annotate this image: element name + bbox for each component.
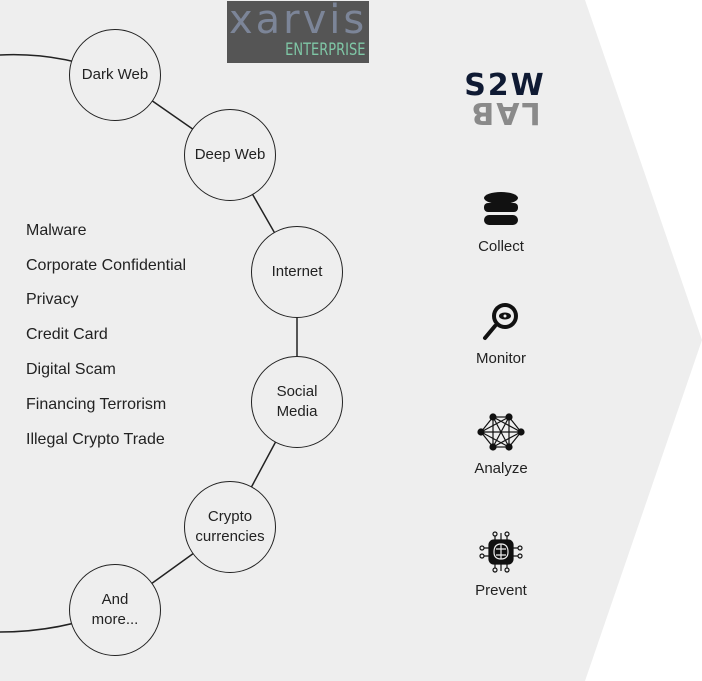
node-crypto: Crypto currencies	[184, 481, 276, 573]
feature-prevent: Prevent	[460, 530, 542, 599]
magnifier-eye-icon	[483, 303, 518, 340]
category-item: Financing Terrorism	[26, 396, 167, 413]
node-deep-web: Deep Web	[184, 109, 276, 201]
category-item: Malware	[26, 222, 87, 239]
node-dark-web: Dark Web	[69, 29, 161, 121]
s2w-lab-logo: S2W LAB	[464, 68, 546, 131]
connector-arc	[0, 53, 298, 633]
brain-chip-icon	[479, 531, 523, 573]
feature-analyze: Analyze	[460, 412, 542, 477]
node-and-more: And more...	[69, 564, 161, 656]
feature-monitor: Monitor	[460, 300, 542, 367]
network-icon	[477, 413, 525, 451]
category-item: Illegal Crypto Trade	[26, 431, 165, 448]
database-icon	[484, 192, 518, 225]
node-internet: Internet	[251, 226, 343, 318]
feature-collect: Collect	[460, 190, 542, 255]
category-item: Digital Scam	[26, 361, 116, 378]
category-item: Privacy	[26, 291, 79, 308]
node-social-media: Social Media	[251, 356, 343, 448]
category-item: Corporate Confidential	[26, 257, 187, 274]
category-item: Credit Card	[26, 326, 108, 343]
